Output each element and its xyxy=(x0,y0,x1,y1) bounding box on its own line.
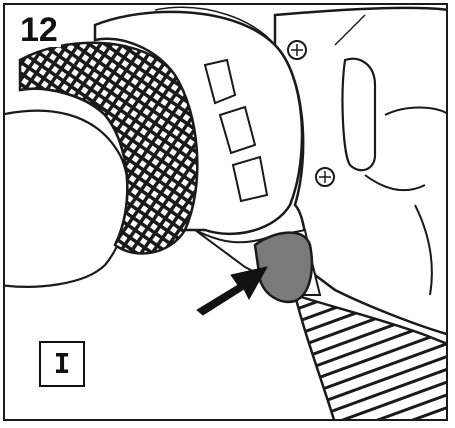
position-label-box: I xyxy=(39,341,85,387)
drill-illustration xyxy=(5,6,446,419)
trigger xyxy=(253,231,314,304)
torque-collar xyxy=(93,6,304,236)
push-arrow-icon xyxy=(196,266,268,316)
chuck-front xyxy=(5,109,130,288)
figure-frame: 12 I xyxy=(3,3,448,421)
chuck-sleeve xyxy=(18,41,199,255)
screw-icon xyxy=(287,40,335,187)
drill-body xyxy=(273,6,446,336)
position-label: I xyxy=(53,347,71,380)
handle-grip xyxy=(293,293,446,419)
figure-number: 12 xyxy=(17,13,61,47)
